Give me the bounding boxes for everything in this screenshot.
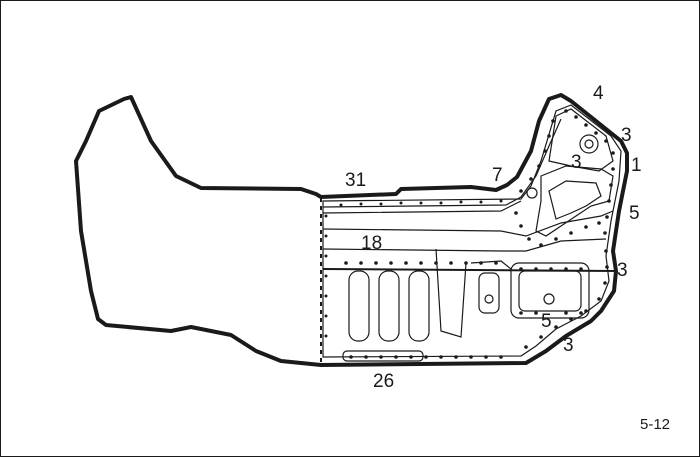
cross-member-18-lower [322,238,607,252]
cross-member-18 [322,210,614,237]
seat-mount-plate [510,262,590,319]
pocket [478,272,500,314]
front-structure [535,165,614,237]
tower-boss-inner [584,139,594,149]
callout-18: 18 [361,233,382,254]
callout-4: 4 [593,83,604,104]
bead-2 [378,270,400,342]
floor-panel [322,104,622,358]
rear-bead [342,350,424,362]
callout-5-right: 5 [629,203,640,224]
page-number: 5-12 [640,416,670,433]
upper-rail-inner [322,200,522,214]
tunnel-edge [470,260,512,270]
callout-31: 31 [345,170,366,191]
callout-3-mid: 3 [617,260,628,281]
callout-3-low: 3 [563,335,574,356]
floor-ridge [435,248,467,338]
body-outline [74,93,629,367]
callout-3-inner: 3 [571,152,582,173]
tower-panel [548,108,614,172]
callout-7: 7 [492,165,503,186]
callout-26: 26 [373,371,394,392]
tower-boss [579,134,599,154]
bead-1 [348,270,370,342]
seat-mount-hole [543,293,555,305]
hole-1 [526,187,538,199]
upper-rail [322,118,562,208]
callout-1: 1 [631,155,642,176]
callout-5-lower: 5 [541,311,552,332]
bead-3 [408,270,430,342]
front-structure-inner [548,180,602,220]
pocket-hole [484,294,494,304]
callout-3-right: 3 [621,125,632,146]
weld-spots [324,109,615,359]
seat-mount-inner [518,270,582,312]
